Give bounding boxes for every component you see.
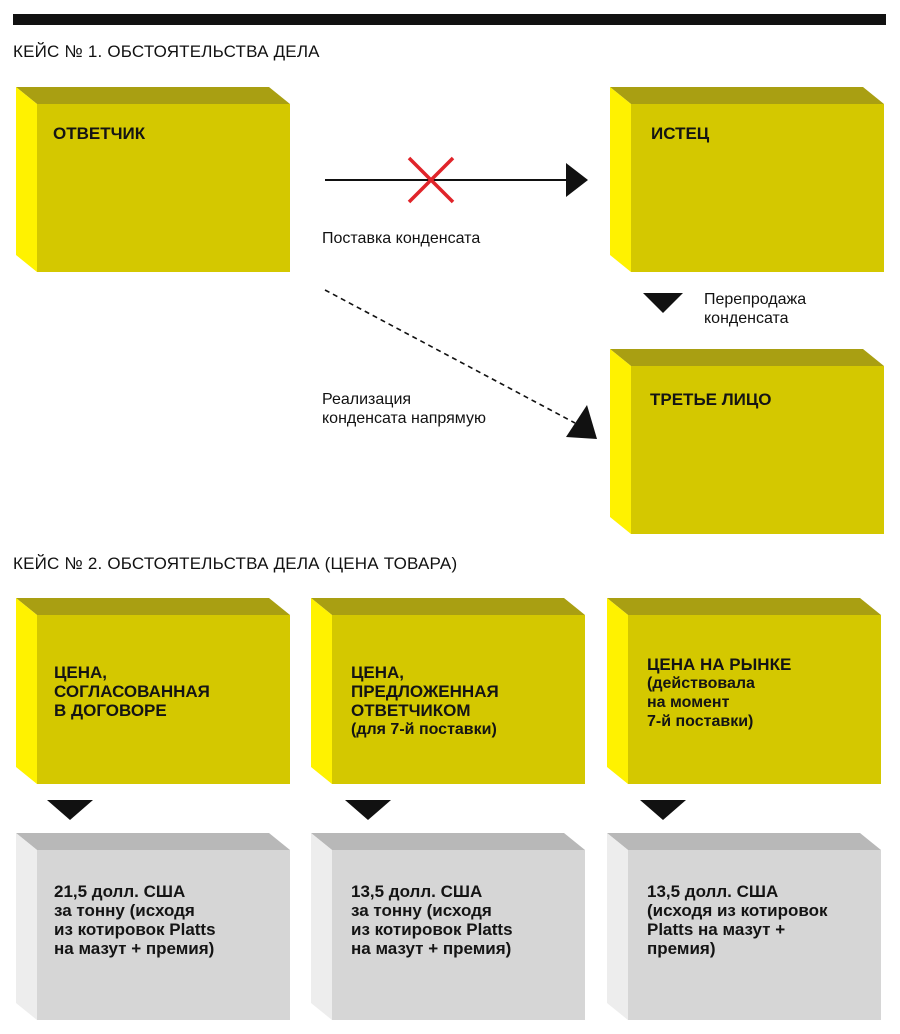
price-line: премия) [647,939,716,958]
price-value-text-3: 13,5 долл. США (исходя из котировок Plat… [647,882,828,958]
delivery-caption: Поставка конденсата [322,230,481,247]
price-value-box-1 [16,833,290,1020]
price-value-text-2: 13,5 долл. США за тонну (исходя из котир… [351,882,513,958]
cross-icon [407,156,455,204]
third-party-box [610,349,884,534]
title-line: СОГЛАСОВАННАЯ [54,682,210,701]
price-line: на мазут + премия) [54,939,215,958]
delivery-arrow [325,163,588,197]
defendant-price-box [311,598,585,784]
resale-caption-line: Перепродажа [704,291,807,308]
case1-heading: КЕЙС № 1. ОБСТОЯТЕЛЬСТВА ДЕЛА [13,42,320,61]
market-price-label: ЦЕНА НА РЫНКЕ (действовала на момент 7-й… [647,655,791,731]
resale-down-arrow [643,293,683,313]
price-value-box-2 [311,833,585,1020]
price-line: за тонну (исходя [54,901,195,920]
defendant-price-label: ЦЕНА, ПРЕДЛОЖЕННАЯ ОТВЕТЧИКОМ (для 7-й п… [351,663,499,739]
price-line: 13,5 долл. США [647,882,779,901]
down-arrow-3 [640,800,686,820]
note-line: на момент [647,694,730,711]
price-value-box-3 [607,833,881,1020]
third-party-label: ТРЕТЬЕ ЛИЦО [650,390,772,409]
direct-sale-caption-line: Реализация [322,391,412,408]
price-line: за тонну (исходя [351,901,492,920]
title-line: ЦЕНА, [54,663,108,682]
defendant-box [16,87,290,272]
top-rule [13,14,886,25]
title-line: ЦЕНА НА РЫНКЕ [647,655,792,674]
direct-sale-caption-line: конденсата напрямую [322,410,486,427]
title-line: ПРЕДЛОЖЕННАЯ [351,682,499,701]
price-line: 13,5 долл. США [351,882,483,901]
note-line: 7-й поставки) [647,713,754,730]
case2-heading: КЕЙС № 2. ОБСТОЯТЕЛЬСТВА ДЕЛА (ЦЕНА ТОВА… [13,554,458,573]
contract-price-box [16,598,290,784]
down-arrow-2 [345,800,391,820]
note-line: (действовала [647,675,755,692]
market-price-box [607,598,881,784]
price-line: 21,5 долл. США [54,882,186,901]
note-line: (для 7-й поставки) [351,721,497,738]
title-line: В ДОГОВОРЕ [54,701,167,720]
plaintiff-label: ИСТЕЦ [651,124,710,143]
title-line: ОТВЕТЧИКОМ [351,701,471,720]
price-line: Platts на мазут + [647,920,786,939]
direct-sale-arrow [324,289,597,439]
contract-price-label: ЦЕНА, СОГЛАСОВАННАЯ В ДОГОВОРЕ [54,663,210,720]
resale-caption: Перепродажа конденсата [704,290,806,328]
plaintiff-box [610,87,884,272]
price-line: (исходя из котировок [647,901,828,920]
resale-caption-line: конденсата [704,310,789,327]
price-line: на мазут + премия) [351,939,512,958]
defendant-label: ОТВЕТЧИК [53,124,146,143]
price-line: из котировок Platts [351,920,513,939]
price-value-text-1: 21,5 долл. США за тонну (исходя из котир… [54,882,216,958]
price-line: из котировок Platts [54,920,216,939]
down-arrow-1 [47,800,93,820]
direct-sale-caption: Реализация конденсата напрямую [322,390,486,428]
title-line: ЦЕНА, [351,663,405,682]
